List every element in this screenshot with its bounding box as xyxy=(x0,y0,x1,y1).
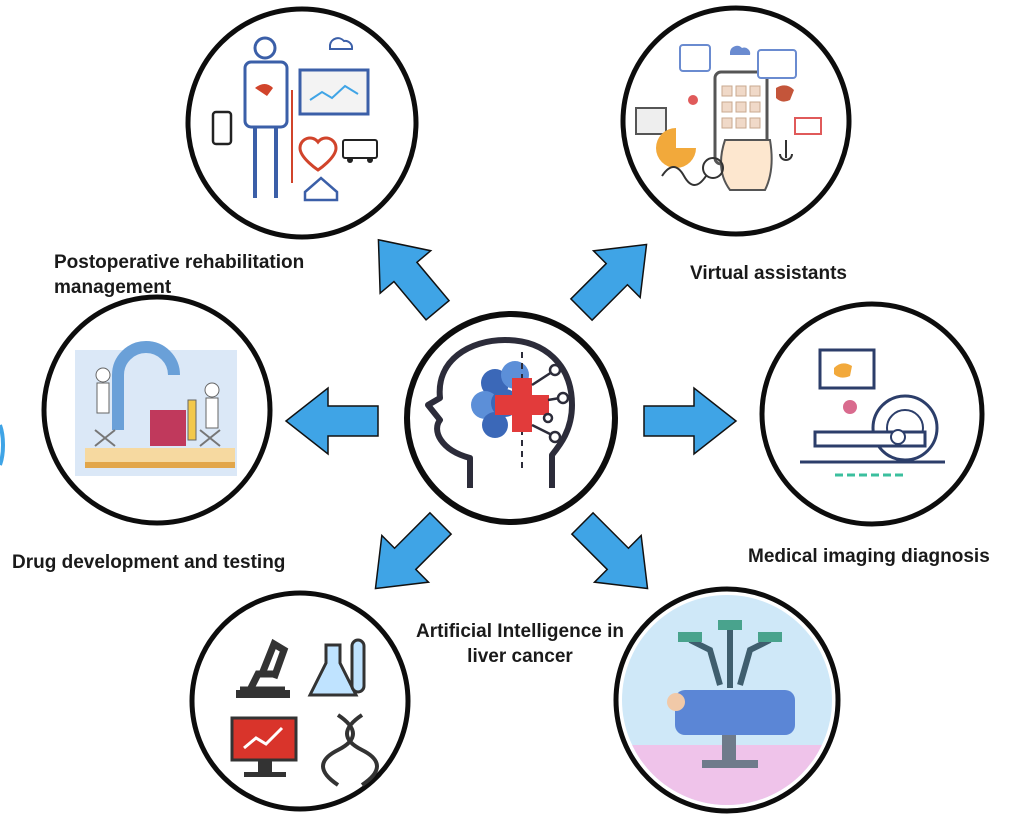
node-drug-development xyxy=(41,294,273,526)
node-virtual-assistants xyxy=(620,5,852,237)
arrow-to-medical-imaging xyxy=(643,387,737,455)
label-medical-imaging: Medical imaging diagnosis xyxy=(748,546,990,567)
arrow-to-drug-development xyxy=(285,387,379,455)
center-node xyxy=(404,311,618,525)
arrow-to-surgery xyxy=(558,499,672,613)
lab-research-icon xyxy=(230,638,379,787)
arrow-to-postoperative xyxy=(352,217,464,333)
robotic-surgery-icon xyxy=(622,595,832,805)
label-virtual-assistants: Virtual assistants xyxy=(690,263,848,284)
node-postoperative xyxy=(185,6,419,240)
partial-edge-circle xyxy=(0,424,5,466)
label-drug-development: Drug development and testing xyxy=(12,552,286,573)
drug-lab-icon xyxy=(75,341,237,476)
node-research xyxy=(189,590,411,812)
label-center-title: Artificial Intelligence in liver cancer xyxy=(416,621,624,667)
node-robotic-surgery xyxy=(613,586,841,814)
arrow-to-virtual-assistants xyxy=(557,220,671,334)
brain-head-medical-cross-icon xyxy=(425,337,575,488)
node-medical-imaging xyxy=(759,301,985,527)
label-postoperative: Postoperative rehabilitation management xyxy=(54,252,305,298)
patient-monitoring-icon xyxy=(211,36,378,202)
smartphone-health-app-icon xyxy=(635,44,822,191)
ct-scanner-icon xyxy=(800,348,945,477)
arrow-to-research xyxy=(351,499,465,613)
